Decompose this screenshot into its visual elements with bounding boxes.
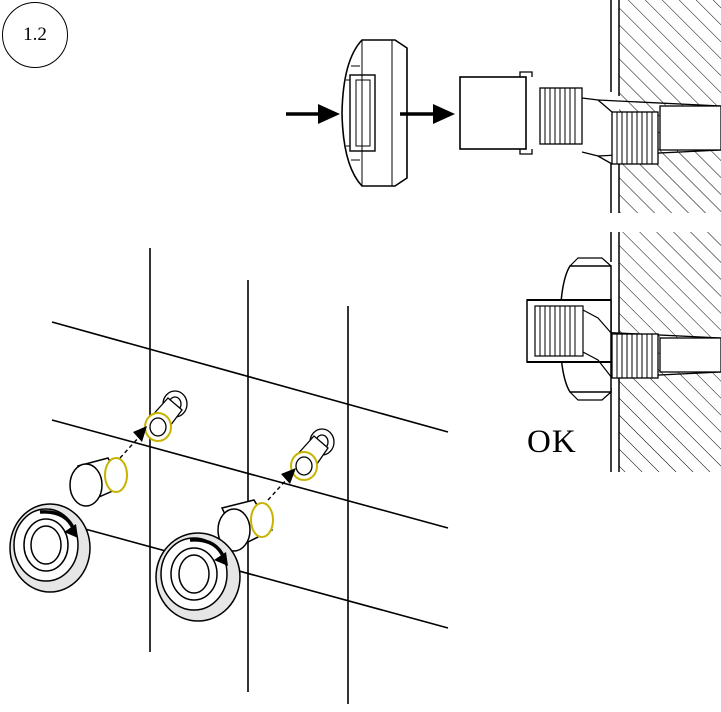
rosette-cap-icon (9, 503, 91, 593)
rosette-cap-icon (341, 39, 408, 187)
result-ok-label: OK (527, 424, 577, 460)
step-number-label: 1.2 (23, 24, 47, 45)
threaded-pipe-icon (290, 428, 335, 481)
rosette-cap-icon (155, 532, 241, 622)
exploded-assembly-view (286, 0, 721, 213)
step-number-badge: 1.2 (2, 2, 68, 68)
perspective-tile-view (9, 248, 449, 704)
arrow-right-icon (133, 426, 147, 442)
arrow-right-icon (286, 104, 455, 124)
assembled-section-view (526, 232, 721, 472)
threaded-pipe-icon (144, 390, 188, 442)
threaded-pipe-icon (539, 87, 721, 165)
sleeve-icon (69, 457, 128, 507)
sleeve-icon (459, 71, 533, 155)
arrow-right-icon (281, 468, 296, 484)
sleeve-icon (217, 499, 274, 552)
